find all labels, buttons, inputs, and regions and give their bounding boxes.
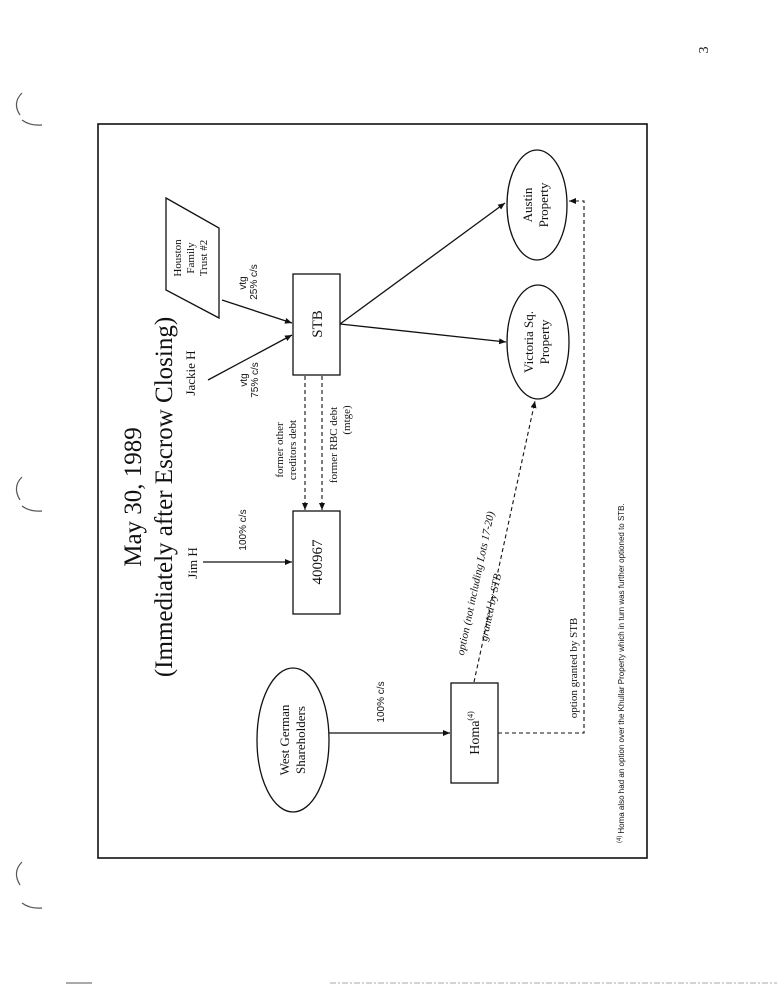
node-label: Victoria Sq.: [521, 311, 536, 373]
edge-label: former other: [274, 422, 286, 478]
parallelogram-shape: [165, 196, 220, 320]
margin-marks: [15, 92, 777, 984]
hole-mark: [15, 861, 23, 886]
node-houston-family-trust: Houston Family Trust #2: [165, 196, 220, 320]
node-austin-property: Austin Property: [506, 149, 568, 261]
node-label: 400967: [310, 539, 326, 585]
node-label: Property: [537, 319, 552, 364]
edge-label: vtg: [239, 373, 250, 386]
node-victoria-sq-property: Victoria Sq. Property: [506, 284, 570, 400]
node-label: Shareholders: [293, 706, 308, 774]
edge-stb-to-austin: [339, 202, 506, 325]
homa-label: Homa: [468, 720, 483, 755]
node-homa: Homa(4): [450, 682, 499, 784]
edge-label: 100% c/s: [376, 681, 387, 722]
box-shape: [450, 682, 499, 784]
node-label: Family: [185, 242, 197, 274]
page-number: 3: [697, 47, 712, 54]
node-label: Austin: [520, 187, 535, 222]
node-stb: STB: [292, 273, 341, 376]
ellipse-shape: [506, 149, 568, 261]
edge-label: vtg: [238, 276, 249, 289]
ellipse-shape: [256, 667, 330, 813]
edge-stb-to-victoria: [339, 323, 507, 345]
hole-mark: [21, 902, 43, 909]
diagram-title-line1: May 30, 1989: [120, 427, 147, 567]
node-label: West German: [277, 704, 292, 775]
hole-mark: [15, 476, 23, 501]
diagram-frame: [97, 123, 648, 859]
edge-label: 75% c/s: [250, 362, 261, 398]
edge-label: 100% c/s: [238, 509, 249, 550]
edge-homa-to-austin: [498, 198, 585, 734]
edge-label: option granted by STB: [568, 618, 580, 719]
edge-label: former RBC debt: [328, 407, 340, 483]
edge-label: (mtge): [341, 405, 353, 435]
node-label: Property: [536, 182, 551, 227]
edge-label: creditors debt: [287, 420, 299, 480]
hole-mark: [15, 92, 23, 116]
node-label: Houston: [172, 239, 184, 277]
edge-jackie-to-stb: [207, 334, 293, 381]
footnote-text: Homa also had an option over the Khullar…: [617, 503, 626, 833]
ellipse-shape: [506, 284, 570, 400]
box-shape: [292, 510, 341, 615]
homa-footnote-ref: (4): [466, 711, 475, 721]
node-jackie-h: Jackie H: [183, 350, 198, 395]
footnote-mark: (4): [617, 836, 623, 843]
node-west-german-shareholders: West German Shareholders: [256, 667, 330, 813]
footnote: (4) Homa also had an option over the Khul…: [617, 503, 626, 843]
hole-mark: [21, 119, 43, 126]
node-label: Homa(4): [466, 711, 483, 755]
diagram-title-line2: (Immediately after Escrow Closing): [151, 317, 178, 677]
node-label: Trust #2: [198, 240, 210, 277]
box-shape: [292, 273, 341, 376]
edge-homa-to-victoria: [473, 400, 537, 683]
edge-label: 25% c/s: [249, 264, 260, 300]
hole-mark: [21, 505, 43, 512]
node-label: STB: [310, 310, 326, 338]
edge-houston-to-stb: [221, 299, 293, 324]
node-jim-h: Jim H: [185, 547, 200, 578]
node-400967: 400967: [292, 510, 341, 615]
